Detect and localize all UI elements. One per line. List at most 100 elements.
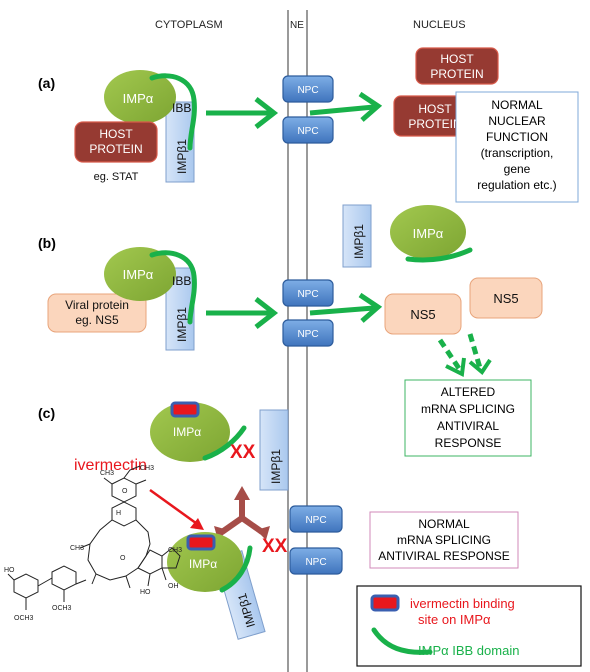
block-mark-top: XX (230, 442, 256, 463)
nucleus-box-line-5: gene (504, 162, 531, 176)
impb1-label: IMPβ1 (175, 307, 189, 342)
structure-oh: OH (168, 583, 179, 590)
host-protein-line1: HOST (418, 102, 452, 116)
host-example: eg. STAT (94, 171, 139, 183)
panel-a-label: (a) (38, 75, 55, 91)
ibb-label: IBB (172, 274, 191, 288)
impa-label: IMPα (189, 557, 217, 571)
impa-a: IMPα (104, 70, 176, 124)
legend-ibb-label: IMPα IBB domain (418, 643, 519, 658)
npc-c-bottom: NPC (289, 547, 343, 575)
nucleus-box-line-1: NORMAL (491, 98, 543, 112)
npc-b-bottom: NPC (282, 319, 334, 347)
impa-nucleus: IMPα (390, 205, 466, 259)
structure-ch3-2: CH3 (140, 465, 154, 472)
structure-o-2: O (120, 555, 126, 562)
impa-label: IMPα (173, 425, 201, 439)
normal-function-box: NORMAL NUCLEAR FUNCTION (transcription, … (455, 91, 579, 203)
legend-binding-line1: ivermectin binding (410, 596, 515, 611)
panel-b-label: (b) (38, 235, 56, 251)
npc-label: NPC (305, 557, 326, 568)
altered-line-4: RESPONSE (435, 436, 502, 450)
normal-line-1: NORMAL (418, 517, 470, 531)
structure-ch3-3: CH3 (70, 545, 84, 552)
ivermectin-arrow (149, 488, 204, 530)
normal-response-box: NORMAL mRNA SPLICING ANTIVIRAL RESPONSE (369, 511, 519, 569)
structure-ch3-4: CH3 (168, 547, 182, 554)
host-protein-line2: PROTEIN (430, 67, 483, 81)
impa-label: IMPα (123, 267, 154, 282)
block-mark-bottom: XX (262, 536, 288, 557)
structure-h: H (116, 510, 121, 517)
impa-label: IMPα (123, 91, 154, 106)
structure-och3-1: OCH3 (52, 605, 72, 612)
legend-ibb-swatch (371, 627, 433, 655)
viral-line1: Viral protein (65, 298, 129, 312)
binding-site-marker (170, 401, 200, 418)
ivermectin-structure (7, 465, 181, 610)
import-arrow-b1 (206, 297, 279, 329)
impa-b: IMPα (104, 247, 176, 301)
structure-ch3-1: CH3 (100, 470, 114, 477)
ibb-domain-c-top (202, 425, 247, 461)
host-protein-line1: HOST (440, 52, 474, 66)
nucleus-box-line-2: NUCLEAR (488, 114, 546, 128)
npc-label: NPC (305, 515, 326, 526)
ibb-domain-c-bottom (219, 545, 253, 593)
nucleus-header: NUCLEUS (413, 19, 466, 31)
dashed-arrow-2 (467, 333, 492, 375)
ns5-label: NS5 (410, 307, 435, 322)
dashed-arrow-1 (437, 338, 466, 378)
structure-o-1: O (122, 488, 128, 495)
legend-binding-line2: site on IMPα (418, 612, 491, 627)
nucleus-box-line-4: (transcription, (481, 146, 554, 160)
import-arrow-a1 (206, 97, 279, 129)
structure-och3-2: OCH3 (14, 615, 34, 622)
ibb-domain-b (149, 250, 197, 325)
impa-c-bottom: IMPα (167, 532, 243, 592)
npc-a-top: NPC (282, 75, 334, 103)
ns5-box-2: NS5 (469, 277, 543, 319)
blocker-symbol (214, 486, 270, 540)
npc-a-bottom: NPC (282, 116, 334, 144)
impb1-label: IMPβ1 (175, 139, 189, 174)
nucleus-box-line-3: FUNCTION (486, 130, 548, 144)
cytoplasm-header: CYTOPLASM (155, 19, 223, 31)
import-arrow-a2 (309, 91, 383, 122)
npc-label: NPC (297, 85, 318, 96)
npc-c-top: NPC (289, 505, 343, 533)
ibb-domain-a (149, 73, 197, 151)
altered-line-1: ALTERED (441, 385, 496, 399)
normal-line-3: ANTIVIRAL RESPONSE (378, 549, 510, 563)
host-protein-line2: PROTEIN (89, 142, 142, 156)
impb1-nucleus: IMPβ1 (342, 204, 372, 268)
normal-line-2: mRNA SPLICING (397, 533, 491, 547)
ns5-box-1: NS5 (384, 293, 462, 335)
ivermectin-label: ivermectin (74, 457, 147, 474)
import-arrow-b2 (309, 292, 383, 323)
viral-line2: eg. NS5 (75, 313, 119, 327)
structure-ho-2: HO (4, 567, 15, 574)
host-protein-a: HOST PROTEIN (74, 121, 158, 163)
impb1-label: IMPβ1 (269, 449, 283, 484)
npc-label: NPC (297, 126, 318, 137)
ne-header: NE (290, 20, 304, 31)
legend: ivermectin binding site on IMPα IMPα IBB… (356, 585, 582, 667)
npc-label: NPC (297, 289, 318, 300)
impa-label: IMPα (413, 226, 444, 241)
altered-line-3: ANTIVIRAL (437, 419, 499, 433)
impb1-label: IMPβ1 (352, 224, 366, 259)
ibb-label: IBB (172, 101, 191, 115)
structure-labels: CH3 CH3 O H CH3 O CH3 OH HO HO OCH3 OCH3 (4, 465, 182, 622)
npc-b-top: NPC (282, 279, 334, 307)
ibb-domain-nucleus (405, 247, 473, 263)
host-protein-line1: HOST (99, 127, 133, 141)
altered-line-2: mRNA SPLICING (421, 402, 515, 416)
impb1-c-free: IMPβ1 (259, 409, 289, 491)
impa-c-top: IMPα (150, 401, 230, 462)
ns5-label: NS5 (493, 291, 518, 306)
viral-protein-b: Viral protein eg. NS5 (47, 293, 147, 333)
altered-response-box: ALTERED mRNA SPLICING ANTIVIRAL RESPONSE (404, 379, 532, 457)
host-protein-nucleus-1: HOST PROTEIN (415, 47, 499, 85)
